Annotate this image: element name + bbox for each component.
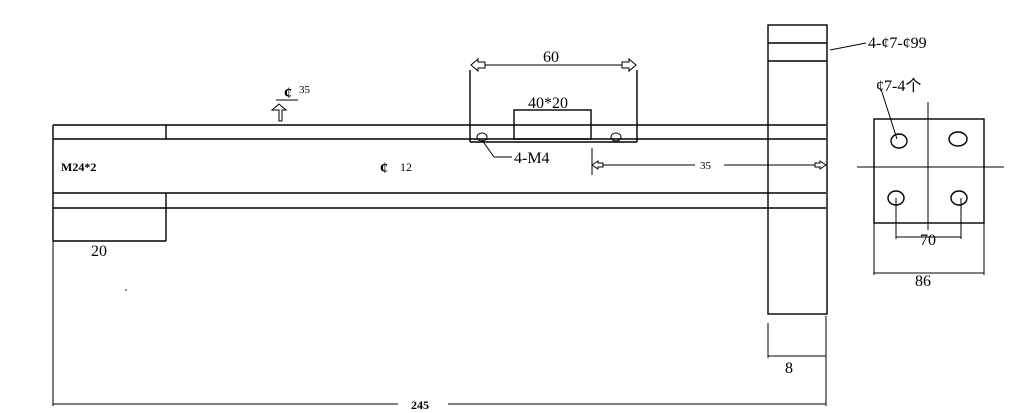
plate-hole-4: [950, 190, 968, 206]
end-plate-front: [857, 88, 1004, 275]
arrow-right-icon: [621, 57, 637, 73]
arrow-left-icon: [470, 57, 486, 73]
plate-width-label: 86: [915, 273, 931, 290]
flange-holes-label: 4-¢7-¢99: [868, 35, 927, 52]
offset-35-label: 35: [700, 160, 712, 172]
hole-note-label: ¢7-4个: [876, 77, 921, 95]
phi-symbol: ¢: [284, 85, 292, 102]
slider-hole-left: [476, 132, 488, 142]
arrow-left-icon: [591, 160, 604, 170]
slider-block: [469, 70, 638, 143]
dimension-lines: [52, 42, 867, 406]
bore-dia-12-label: 12: [400, 160, 412, 174]
total-length-label: 245: [411, 398, 429, 412]
slider-hole-right: [610, 132, 622, 142]
phi-symbol: ¢: [380, 160, 388, 177]
end-plate-side: [767, 24, 828, 315]
up-arrow-icon: [270, 103, 288, 122]
shaft-dia-35-label: 35: [299, 84, 311, 96]
plate-hole-2: [948, 131, 968, 147]
plate-thickness-label: 8: [785, 360, 793, 377]
hole-spacing-label: 70: [920, 232, 936, 249]
labels: ¢ 35 M24*2 ¢ 12 60 40*20 4-M4 35 4-¢7-¢9…: [61, 35, 936, 412]
plate-hole-1: [890, 133, 908, 149]
slider-size-label: 40*20: [528, 95, 568, 112]
thread-length-label: 20: [91, 243, 107, 260]
thread-spec-label: M24*2: [61, 160, 96, 174]
shaft-body: [52, 124, 826, 242]
slider-width-label: 60: [543, 49, 559, 66]
arrow-right-icon: [814, 160, 827, 170]
slider-holes-label: 4-M4: [514, 150, 550, 167]
